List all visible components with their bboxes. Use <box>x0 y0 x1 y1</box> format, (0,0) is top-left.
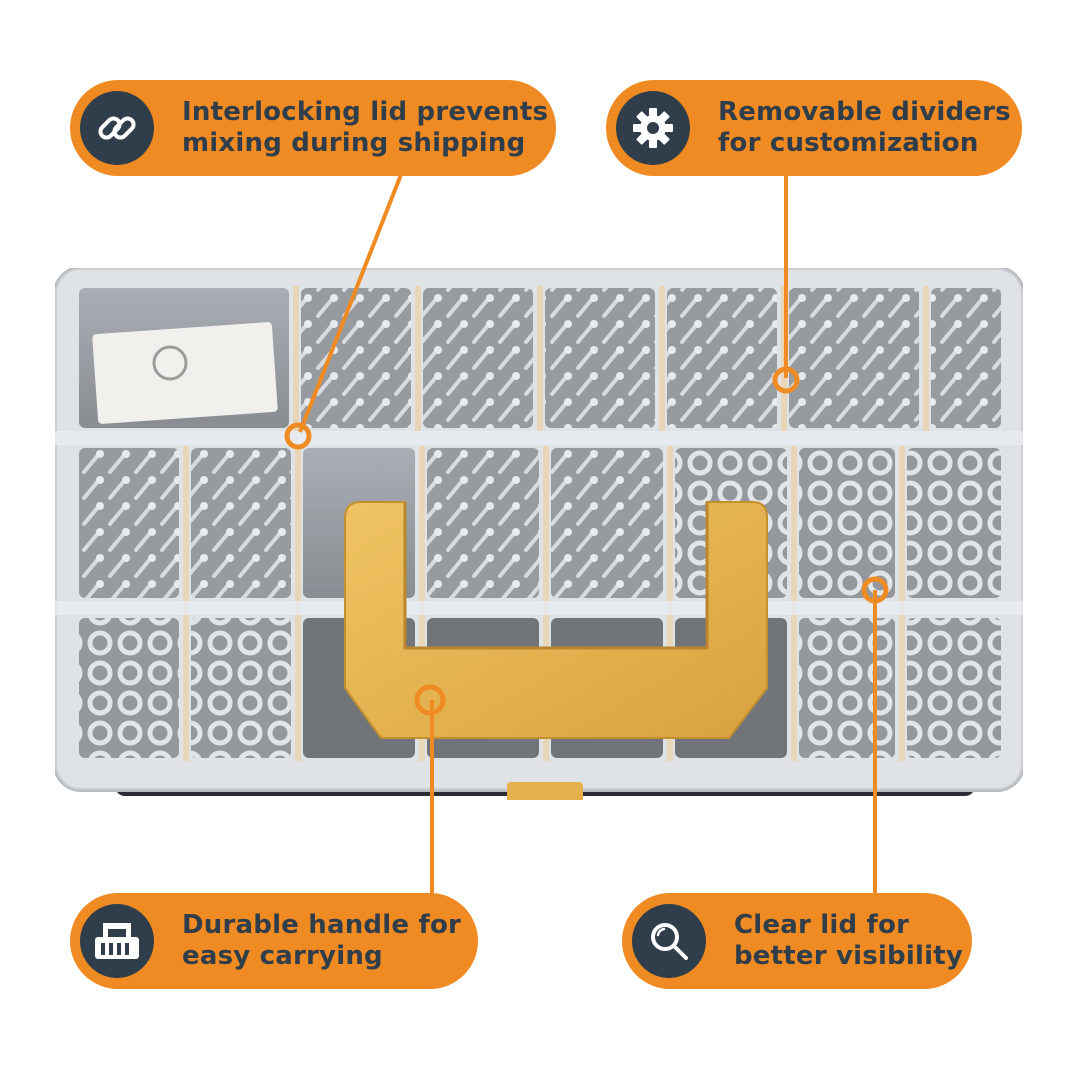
organizer-case <box>55 268 1023 800</box>
carry-handle <box>344 501 768 739</box>
callout-line-2: better visibility <box>734 941 963 971</box>
gear-icon <box>616 91 690 165</box>
magnifier-icon <box>632 904 706 978</box>
callout-line-2: easy carrying <box>182 941 383 971</box>
callout-removable-dividers: Removable dividers for customization <box>606 80 1022 176</box>
callout-line-2: for customization <box>718 128 979 158</box>
organizer-case-illustration <box>55 268 1023 800</box>
callout-line-1: Durable handle for <box>182 910 462 940</box>
callout-line-1: Interlocking lid prevents <box>182 97 549 127</box>
callout-durable-handle: Durable handle for easy carrying <box>70 893 478 989</box>
chain-link-icon <box>80 91 154 165</box>
callout-line-2: mixing during shipping <box>182 128 526 158</box>
callout-line-1: Removable dividers <box>718 97 1011 127</box>
callout-clear-lid: Clear lid for better visibility <box>622 893 972 989</box>
callout-interlocking-lid: Interlocking lid prevents mixing during … <box>70 80 556 176</box>
callout-line-1: Clear lid for <box>734 910 910 940</box>
latch <box>507 782 583 800</box>
carry-case-icon <box>80 904 154 978</box>
